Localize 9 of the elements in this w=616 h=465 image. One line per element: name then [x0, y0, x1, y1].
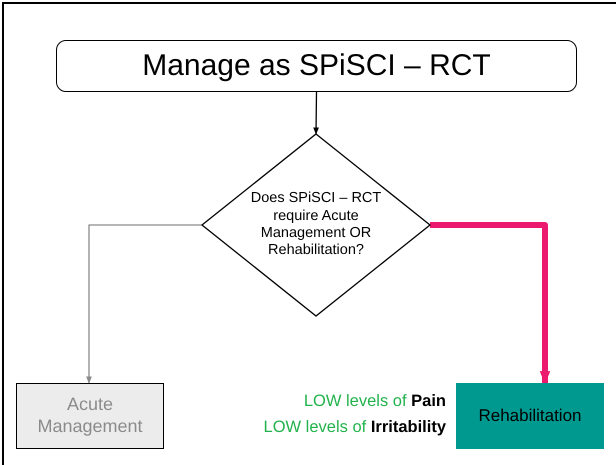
- criterion-text: LOW levels of Pain: [304, 392, 446, 411]
- criterion-text: LOW levels of Irritability: [264, 418, 446, 437]
- arrow: [430, 222, 550, 384]
- arrow: [86, 224, 202, 384]
- arrow: [313, 92, 319, 135]
- process-box: Acute Management: [16, 383, 164, 449]
- question-text: Does SPiSCI – RCT require Acute Management OR Rehabilitation?: [250, 190, 382, 260]
- title-box: Manage as SPiSCI – RCT: [56, 40, 577, 92]
- process-box: Rehabilitation: [456, 383, 604, 449]
